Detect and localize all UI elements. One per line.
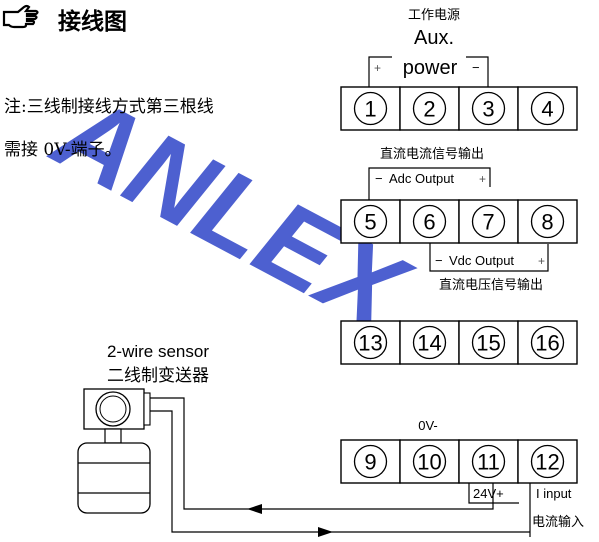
transmitter-icon [77,388,151,514]
arrow-i-input [318,527,333,537]
i-input-label-cn: 电流输入 [532,514,584,530]
terminal-circle [530,325,565,360]
terminal-circle [353,444,388,479]
terminal-number: 4 [541,97,553,122]
terminal-circle [412,444,447,479]
terminal-circle [412,204,447,239]
terminal-6 [399,199,460,244]
aux-minus-sign: − [472,60,480,75]
terminal-7 [458,199,519,244]
terminal-number: 11 [477,450,500,475]
terminal-number: 3 [482,97,494,122]
terminal-8 [517,199,578,244]
terminal-circle [471,444,506,479]
terminal-number: 5 [364,210,376,235]
wire-i-input [150,410,530,533]
aux-label-cn: 工作电源 [408,8,460,23]
terminal-row: 1 2 3 4 [340,86,578,131]
vdc-bracket [429,240,549,272]
terminal-12 [517,439,578,484]
terminal-9 [340,439,401,484]
terminal-number: 9 [364,450,376,475]
note-line-2: 需接 0V-端子。 [4,140,122,160]
terminal-4 [517,86,578,131]
aux-plus-sign: + [374,61,381,75]
terminal-3 [458,86,519,131]
terminal-number: 8 [541,210,553,235]
i-input-label: I input [536,486,572,501]
terminal-circle [412,91,447,126]
terminal-15 [458,320,519,365]
pointing-hand-icon [2,4,39,29]
aux-label-2: power [403,57,458,79]
terminal-circle [471,204,506,239]
vdc-minus-sign: − [435,253,443,268]
terminal-number: 15 [476,331,500,356]
adc-label-cn: 直流电流信号输出 [380,146,484,162]
terminal-circle [530,91,565,126]
page-title: 接线图 [58,8,127,35]
terminal-number: 12 [535,450,559,475]
terminal-row: 9 10 11 12 [340,439,578,484]
terminal-row: 5 6 7 8 [340,199,578,244]
terminal-number: 14 [417,331,441,356]
terminal-number: 7 [482,210,494,235]
terminal-5 [340,199,401,244]
terminal-circle [530,204,565,239]
adc-plus-sign: + [479,172,486,186]
terminal-10 [399,439,460,484]
terminal-circle [353,204,388,239]
terminal-1 [340,86,401,131]
vdc-label: Vdc Output [449,253,514,268]
terminal-circle [353,91,388,126]
aux-label-1: Aux. [414,27,454,49]
v24-label: 24V+ [473,486,504,501]
adc-label: Adc Output [389,171,454,186]
sensor-label-en: 2-wire sensor [107,342,209,361]
terminal-16 [517,320,578,365]
terminal-circle [530,444,565,479]
adc-bracket [368,167,491,200]
terminal-number: 16 [535,331,559,356]
terminal-circle [471,325,506,360]
vdc-label-cn: 直流电压信号输出 [439,277,543,293]
terminal-row: 13 14 15 16 [340,320,578,365]
terminal-11 [458,439,519,484]
wire-24v [150,397,494,510]
terminal-circle [353,325,388,360]
terminal-number: 10 [417,450,441,475]
v24-bracket [468,483,519,504]
terminal-13 [340,320,401,365]
terminal-number: 13 [358,331,382,356]
arrow-24v [247,504,262,514]
sensor-label-cn: 二线制变送器 [107,366,209,385]
terminal-number: 1 [364,97,376,122]
terminal-circle [412,325,447,360]
zero-v-label: 0V- [418,418,438,433]
vdc-plus-sign: + [538,254,545,268]
terminal-2 [399,86,460,131]
terminal-circle [471,91,506,126]
note-line-1: 注:三线制接线方式第三根线 [4,97,214,117]
terminal-number: 2 [423,97,435,122]
adc-minus-sign: − [375,171,383,186]
terminal-number: 6 [423,210,435,235]
aux-bracket [368,56,489,87]
